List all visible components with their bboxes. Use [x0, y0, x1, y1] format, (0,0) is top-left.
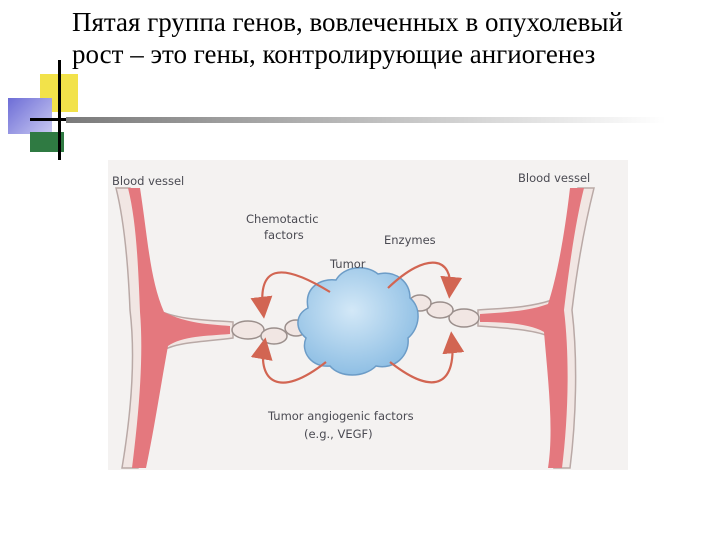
- left-blood-vessel: [115, 187, 234, 469]
- label-angiogenic-1: Tumor angiogenic factors: [267, 409, 414, 423]
- arrow-enzymes: [387, 261, 463, 299]
- slide-title: Пятая группа генов, вовлеченных в опухол…: [72, 7, 623, 69]
- label-enzymes: Enzymes: [384, 233, 436, 247]
- label-chemotactic-1: Chemotactic: [246, 212, 319, 226]
- deco-vertical-line: [58, 60, 61, 160]
- label-angiogenic-2: (e.g., VEGF): [304, 427, 373, 441]
- arrow-angiogenic-right: [389, 331, 465, 384]
- label-chemotactic-2: factors: [264, 228, 304, 242]
- tumor-mass: [297, 267, 419, 376]
- arrow-chemotactic: [250, 271, 331, 319]
- label-right-blood-vessel: Blood vessel: [518, 171, 590, 185]
- title-underline: [66, 117, 666, 123]
- label-left-blood-vessel: Blood vessel: [112, 174, 184, 188]
- slide-decoration: [0, 60, 120, 170]
- deco-green-square: [30, 132, 64, 152]
- angiogenesis-diagram: Blood vessel Blood vessel Chemotactic fa…: [108, 160, 628, 470]
- deco-blue-square: [8, 98, 52, 134]
- arrow-angiogenic-left: [250, 337, 327, 384]
- left-sprout-cells: [231, 319, 308, 345]
- label-tumor: Tumor: [329, 257, 366, 271]
- right-blood-vessel: [477, 187, 595, 469]
- signal-arrows: [250, 261, 465, 384]
